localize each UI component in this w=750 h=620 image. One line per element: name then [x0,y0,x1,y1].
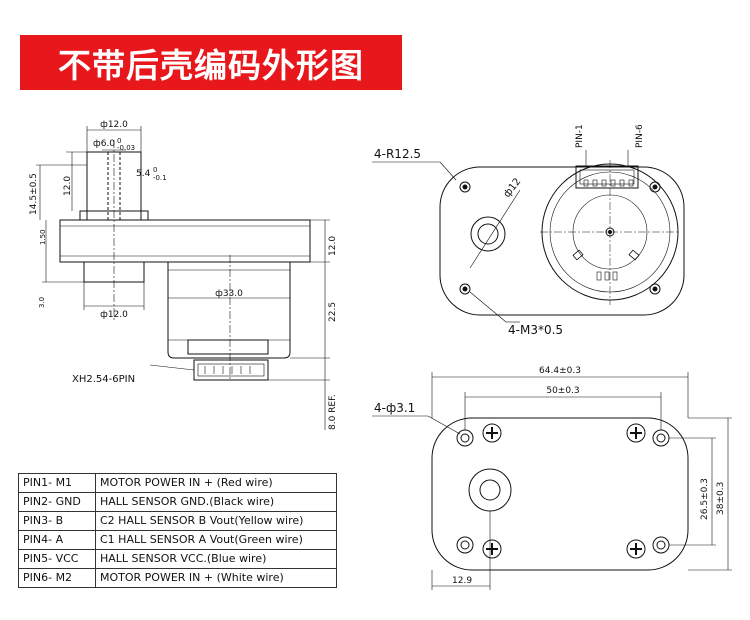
pin-cell: PIN6- M2 [18,568,96,588]
connector-label: XH2.54-6PIN [72,374,135,385]
shaft-inner-diameter-label: ф6.0 [93,139,115,149]
width-total-label: 64.4±0.3 [539,366,581,376]
output-hole [470,216,506,252]
boss-diameter-label: ф12.0 [100,310,128,320]
pin-cell: PIN4- A [18,530,96,550]
shaft-diameter-label: ф12.0 [100,120,128,130]
pin-cell: PIN5- VCC [18,549,96,569]
pin-table: PIN1- M1 MOTOR POWER IN + (Red wire) PIN… [18,473,337,588]
pin-desc-cell: HALL SENSOR GND.(Black wire) [95,492,337,512]
motor-diameter-label: ф33.0 [215,289,243,299]
pin-desc-cell: C1 HALL SENSOR A Vout(Green wire) [95,530,337,550]
height-total-label: 38±0.3 [716,482,726,515]
shaft-offset-label: 12.9 [452,576,472,586]
hole-spacing-x-label: 50±0.3 [546,386,579,396]
thread-label: 4-M3*0.5 [508,323,563,337]
dim-boss-height: 3.0 [38,297,46,308]
encoder-connector [575,165,639,189]
table-row: PIN4- A C1 HALL SENSOR A Vout(Green wire… [18,530,337,550]
motor-body [167,261,291,359]
pin-desc-cell: MOTOR POWER IN + (White wire) [95,568,337,588]
gearbox-boss [83,261,145,283]
dim-flange: 1.50 [39,229,47,245]
dim-ref: 8.0 REF. [328,394,338,430]
dim-gearbox-height: 12.0 [328,236,338,256]
shaft-inner-tol-upper: 0 [117,137,121,145]
flat-label: 5.4 [136,169,151,179]
rear-view [372,150,685,323]
flat-tol-lower: -0.1 [153,174,167,182]
front-outline [431,417,689,571]
holes-label: 4-ф3.1 [374,401,415,415]
pin-desc-cell: HALL SENSOR VCC.(Blue wire) [95,549,337,569]
table-row: PIN2- GND HALL SENSOR GND.(Black wire) [18,492,337,512]
table-row: PIN6- M2 MOTOR POWER IN + (White wire) [18,568,337,588]
page-title: 不带后壳编码外形图 [58,45,364,85]
table-row: PIN1- M1 MOTOR POWER IN + (Red wire) [18,473,337,493]
gearbox-outline [439,166,685,316]
table-row: PIN3- B C2 HALL SENSOR B Vout(Yellow wir… [18,511,337,531]
hole-spacing-y-label: 26.5±0.3 [700,478,710,520]
pin-desc-cell: MOTOR POWER IN + (Red wire) [95,473,337,493]
pin1-label: PIN-1 [575,124,585,148]
front-view [372,372,732,590]
side-view [36,126,330,430]
pin6-label: PIN-6 [635,124,645,148]
corner-radius-label: 4-R12.5 [374,147,421,161]
pin-cell: PIN3- B [18,511,96,531]
pin-cell: PIN2- GND [18,492,96,512]
dim-height-inner: 12.0 [63,176,73,196]
pin-desc-cell: C2 HALL SENSOR B Vout(Yellow wire) [95,511,337,531]
flat-tol-upper: 0 [153,166,157,174]
table-row: PIN5- VCC HALL SENSOR VCC.(Blue wire) [18,549,337,569]
title-banner: 不带后壳编码外形图 [20,35,402,90]
shaft-inner-tol-lower: -0.03 [117,144,135,152]
dim-height-outer: 14.5±0.5 [29,173,39,215]
dim-motor-length: 22.5 [328,302,338,322]
pin-cell: PIN1- M1 [18,473,96,493]
hole-diameter-label: ф12 [502,176,524,200]
